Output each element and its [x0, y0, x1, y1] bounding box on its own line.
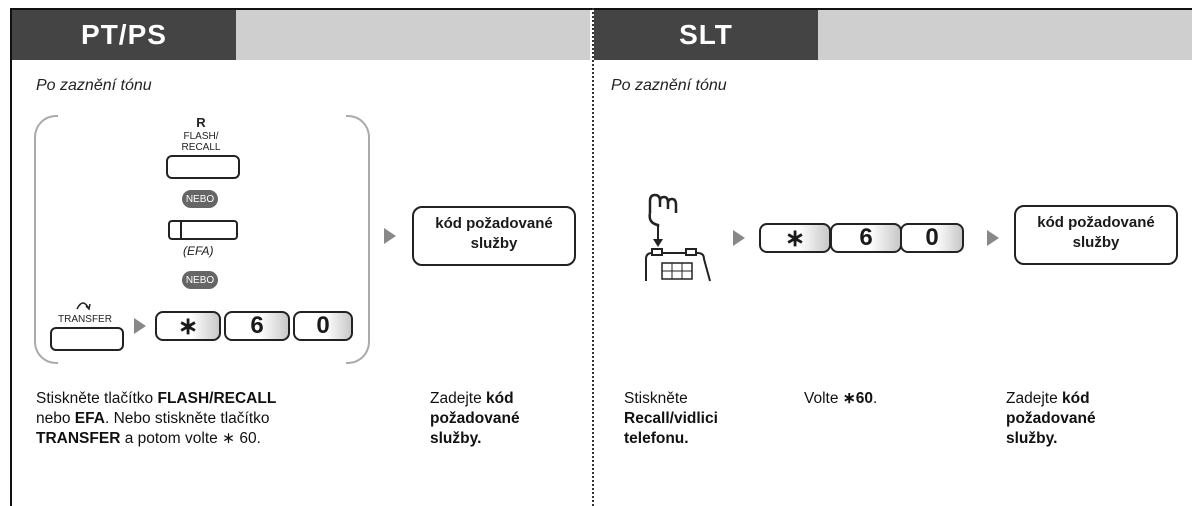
pt-ps-header-strip: [236, 10, 590, 60]
arrow-icon: [733, 230, 745, 246]
service-code-box: kód požadované služby: [412, 206, 576, 266]
key-0[interactable]: 0: [900, 223, 964, 253]
transfer-arrow-icon: [76, 302, 91, 311]
service-code-box: kód požadované služby: [1014, 205, 1178, 265]
r-label: R: [196, 115, 206, 130]
efa-label: (EFA): [183, 244, 214, 258]
arrow-icon: [134, 318, 146, 334]
phone-hook-icon: [645, 193, 711, 282]
left-rule: [10, 8, 12, 506]
panel-divider: [592, 8, 594, 506]
top-rule: [10, 8, 1192, 10]
slt-header: SLT: [594, 10, 818, 60]
key-6[interactable]: 6: [830, 223, 902, 253]
flash-recall-label: FLASH/ RECALL: [181, 131, 221, 153]
key-0[interactable]: 0: [293, 311, 353, 341]
slt-step1-description: Stiskněte Recall/vidlici telefonu.: [624, 390, 718, 447]
slt-step3-description: Zadejte kód požadované služby.: [1006, 390, 1096, 447]
pt-ps-step2-description: Zadejte kód požadované služby.: [430, 390, 520, 447]
pt-ps-step1-description: Stiskněte tlačítko FLASH/RECALL nebo EFA…: [36, 390, 277, 447]
key-6[interactable]: 6: [224, 311, 290, 341]
transfer-label: TRANSFER: [58, 314, 112, 325]
pt-ps-condition: Po zaznění tónu: [36, 77, 152, 94]
pt-ps-header: PT/PS: [12, 10, 236, 60]
nebo-badge-2: NEBO: [182, 271, 218, 289]
key-star[interactable]: ∗: [155, 311, 221, 341]
slt-header-strip: [818, 10, 1192, 60]
nebo-badge-1: NEBO: [182, 190, 218, 208]
key-star[interactable]: ∗: [759, 223, 831, 253]
transfer-button[interactable]: [50, 327, 124, 351]
arrow-icon: [384, 228, 396, 244]
flash-recall-button[interactable]: [166, 155, 240, 179]
efa-button[interactable]: [168, 220, 238, 240]
slt-condition: Po zaznění tónu: [611, 77, 727, 94]
arrow-icon: [987, 230, 999, 246]
slt-step2-description: Volte ∗60.: [804, 390, 878, 407]
